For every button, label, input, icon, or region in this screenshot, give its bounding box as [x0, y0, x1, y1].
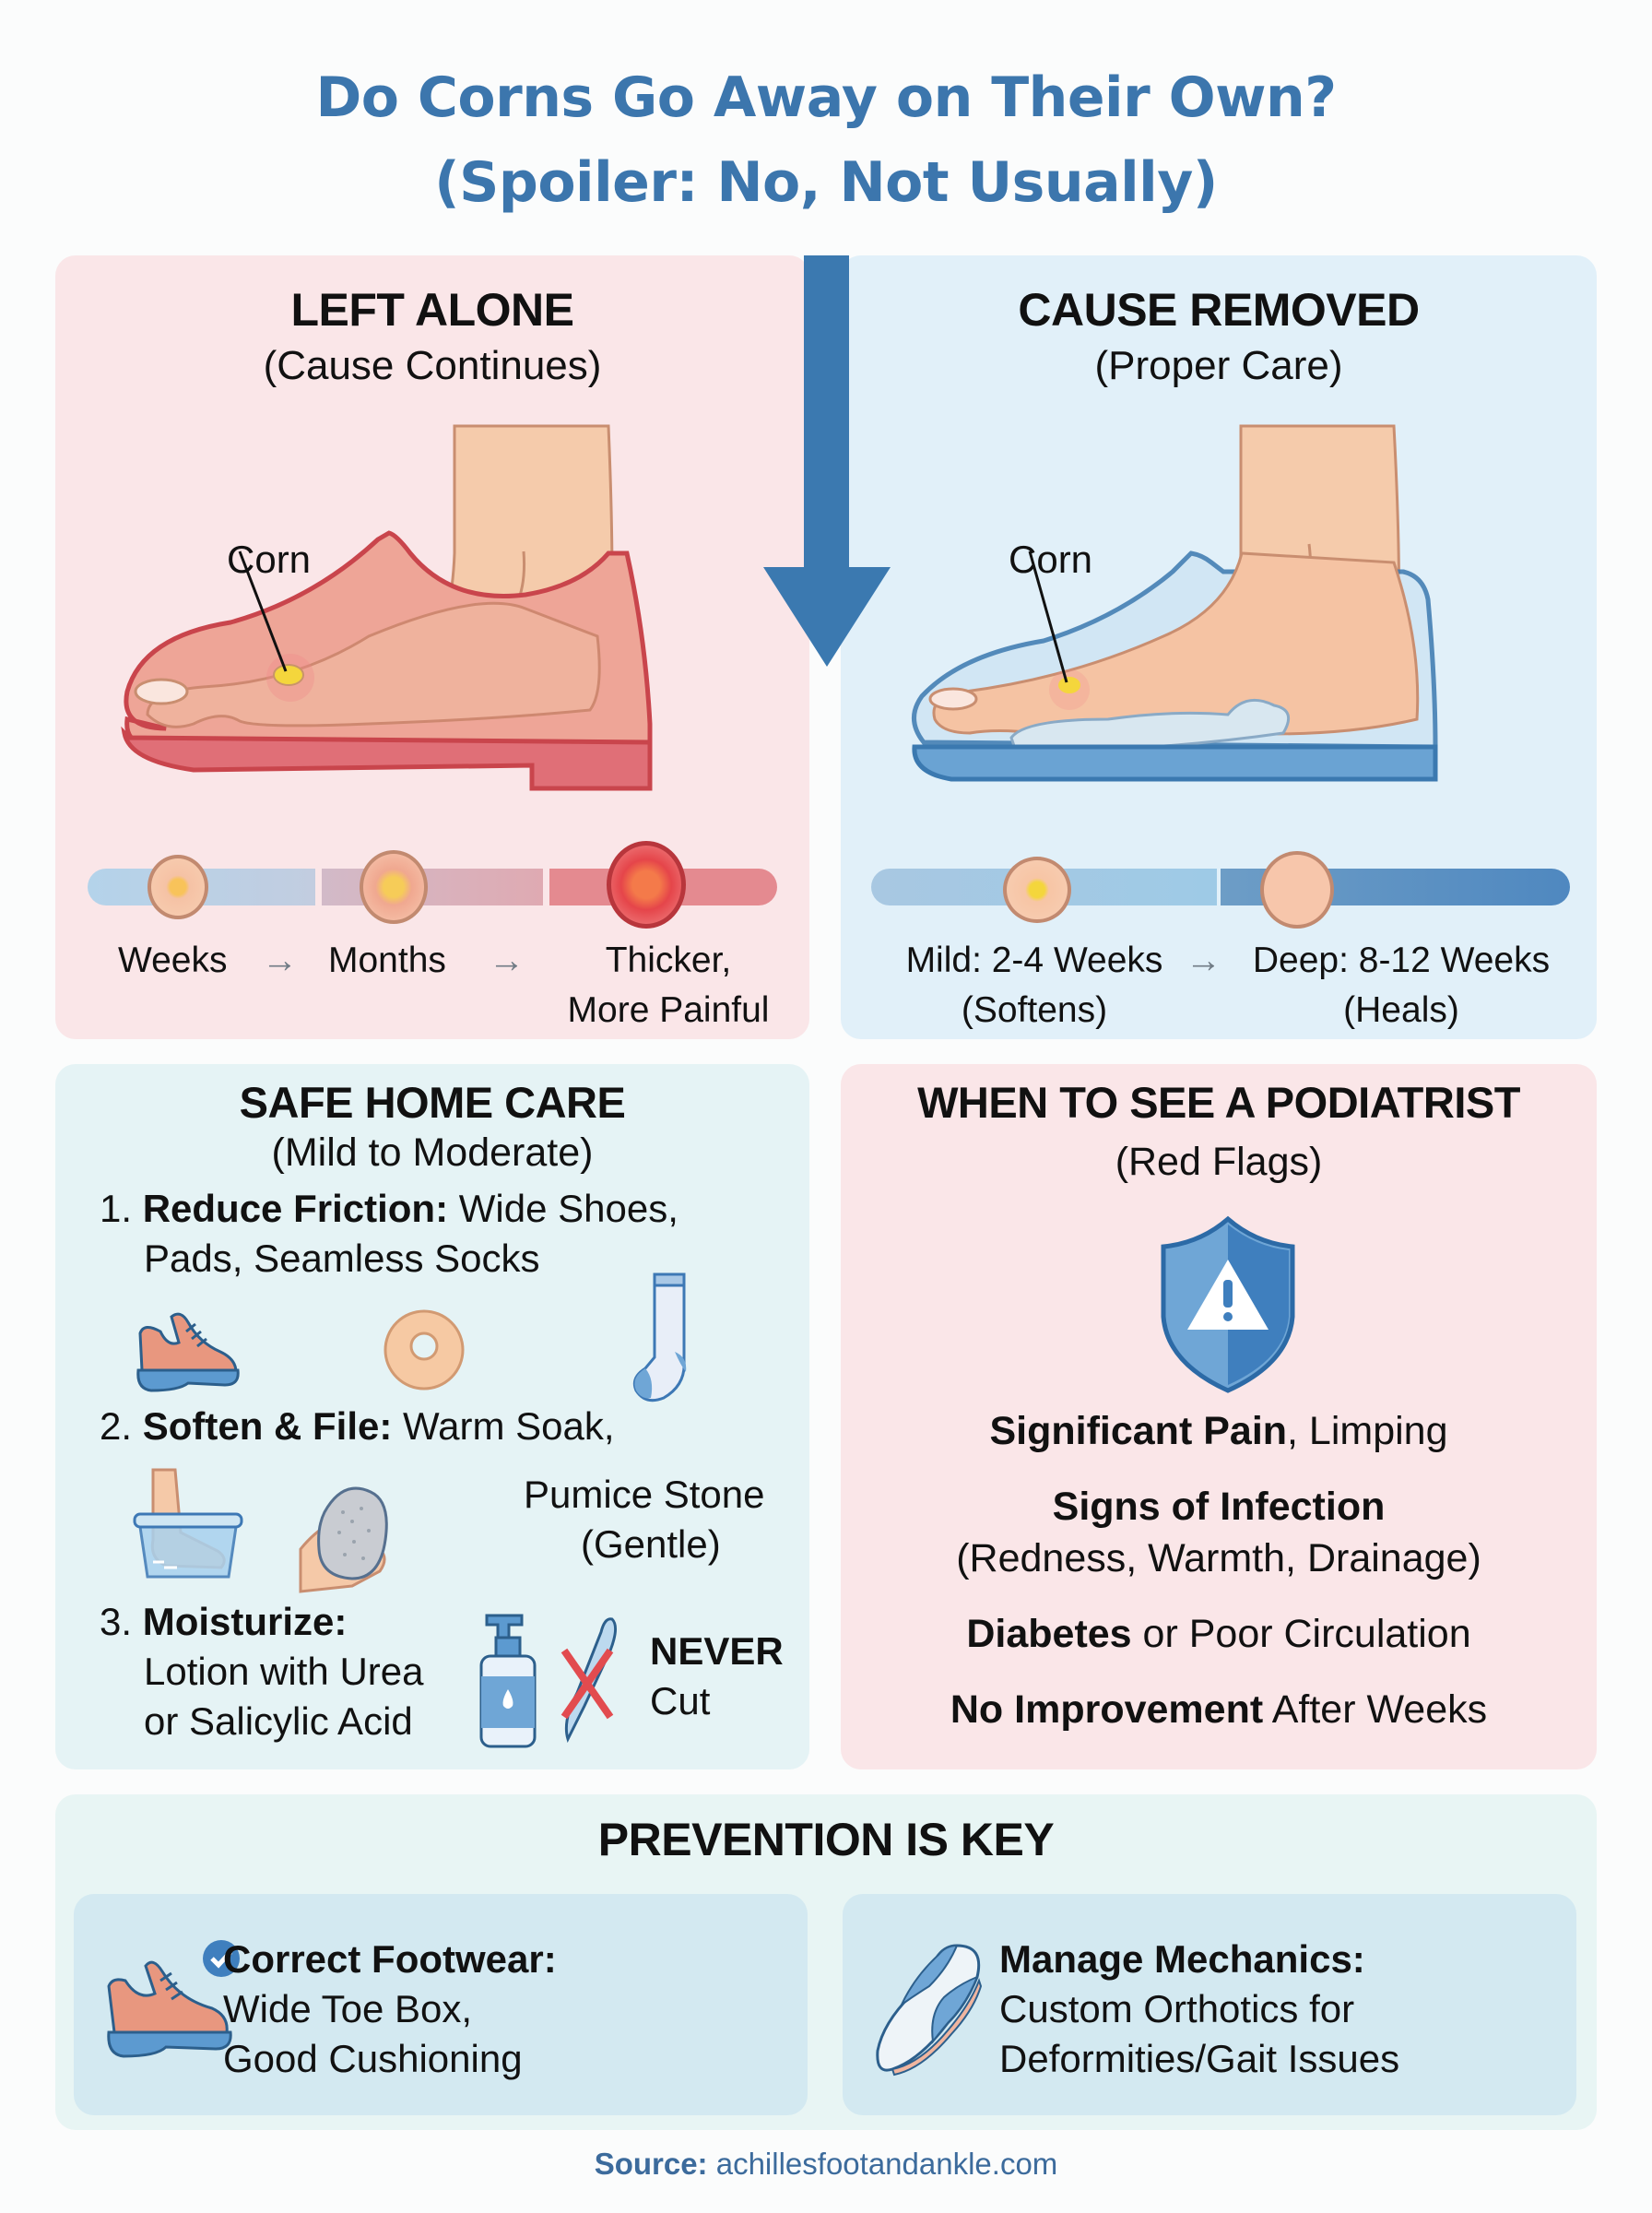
deep-duration-label: Deep: 8-12 Weeks (Heals) [1252, 941, 1551, 1030]
podiatrist-subheading: (Red Flags) [1115, 1140, 1323, 1184]
page-title: Do Corns Go Away on Their Own? (Spoiler:… [0, 55, 1652, 225]
home-care-subheading: (Mild to Moderate) [271, 1130, 594, 1175]
red-flag-infection-signs: (Redness, Warmth, Drainage) [956, 1536, 1481, 1580]
corn-label: Corn [1009, 538, 1093, 581]
seamless-sock-icon [632, 1272, 687, 1402]
red-flag-no-improvement: No Improvement After Weeks [950, 1687, 1488, 1732]
mild-corn-icon [1003, 857, 1071, 923]
cause-removed-subheading: (Proper Care) [1094, 343, 1343, 388]
title-line-2: (Spoiler: No, Not Usually) [434, 150, 1218, 215]
tight-shoe-foot-illustration [121, 424, 653, 791]
step-3: 3. Moisturize: [100, 1600, 348, 1643]
corn-label: Corn [227, 538, 312, 581]
podiatrist-panel: WHEN TO SEE A PODIATRIST (Red Flags) Sig… [841, 1064, 1597, 1769]
source-credit: Source: achillesfootandankle.com [0, 2147, 1652, 2182]
correct-footwear-icon [107, 1940, 240, 2058]
stage-weeks-label: Weeks [118, 941, 228, 980]
stage-months-label: Months [328, 941, 446, 980]
podiatrist-heading: WHEN TO SEE A PODIATRIST [917, 1078, 1520, 1127]
step-1-continued: Pads, Seamless Socks [144, 1237, 540, 1280]
left-alone-heading: LEFT ALONE [290, 284, 574, 336]
proper-shoe-foot-illustration [912, 424, 1438, 782]
red-flag-diabetes: Diabetes or Poor Circulation [966, 1612, 1471, 1656]
home-care-panel: SAFE HOME CARE (Mild to Moderate) 1. Red… [55, 1064, 809, 1769]
lotion-bottle-icon [479, 1614, 537, 1748]
healed-skin-icon [1260, 851, 1334, 929]
wide-shoe-icon [136, 1312, 240, 1392]
warning-shield-icon [1161, 1215, 1295, 1393]
corn-stage-months-icon [360, 850, 428, 924]
healing-timeline [871, 869, 1570, 905]
left-alone-subheading: (Cause Continues) [263, 343, 602, 388]
stage-arrow-icon: → [489, 941, 525, 980]
prevention-heading: PREVENTION IS KEY [597, 1814, 1055, 1865]
mechanics-text: Manage Mechanics: Custom Orthotics for D… [999, 1937, 1400, 2080]
pumice-stone-label: Pumice Stone [524, 1473, 765, 1516]
prevention-card-footwear: Correct Footwear: Wide Toe Box, Good Cus… [74, 1894, 808, 2115]
home-care-heading: SAFE HOME CARE [239, 1078, 626, 1127]
red-flag-infection: Signs of Infection [1052, 1485, 1386, 1529]
left-alone-panel: LEFT ALONE (Cause Continues) Corn Weeks … [55, 255, 809, 1039]
mild-duration-label: Mild: 2-4 Weeks (Softens) [905, 941, 1163, 1030]
never-cut-label: Cut [650, 1679, 711, 1722]
corn-stage-weeks-icon [148, 855, 208, 919]
never-label: NEVER [650, 1629, 784, 1673]
prevention-panel: PREVENTION IS KEY Correct Footwear: Wide… [55, 1794, 1597, 2130]
orthotic-insole-icon [876, 1944, 983, 2077]
down-arrow-icon [763, 255, 891, 667]
step-3-salicylic: or Salicylic Acid [144, 1699, 413, 1743]
red-flag-pain: Significant Pain, Limping [989, 1409, 1448, 1453]
duration-arrow-icon: → [1186, 941, 1221, 980]
stage-painful-label: Thicker, More Painful [567, 941, 770, 1030]
step-3-lotion: Lotion with Urea [144, 1650, 424, 1693]
step-1: 1. Reduce Friction: Wide Shoes, [100, 1187, 678, 1230]
source-link[interactable]: achillesfootandankle.com [707, 2147, 1058, 2181]
source-label: Source: [594, 2147, 708, 2181]
pumice-stone-icon [299, 1486, 388, 1593]
cause-removed-heading: CAUSE REMOVED [1018, 284, 1420, 336]
prevention-card-mechanics: Manage Mechanics: Custom Orthotics for D… [843, 1894, 1576, 2115]
title-line-1: Do Corns Go Away on Their Own? [315, 65, 1337, 130]
cause-removed-panel: CAUSE REMOVED (Proper Care) Corn Mild: 2… [841, 255, 1597, 1039]
corn-pad-icon [384, 1309, 465, 1391]
foot-soak-icon [133, 1468, 243, 1579]
pumice-gentle-label: (Gentle) [581, 1522, 721, 1566]
no-cutting-icon [560, 1617, 617, 1743]
footwear-text: Correct Footwear: Wide Toe Box, Good Cus… [223, 1937, 557, 2080]
stage-arrow-icon: → [262, 941, 298, 980]
corn-stage-painful-icon [607, 841, 686, 929]
step-2: 2. Soften & File: Warm Soak, [100, 1404, 615, 1448]
